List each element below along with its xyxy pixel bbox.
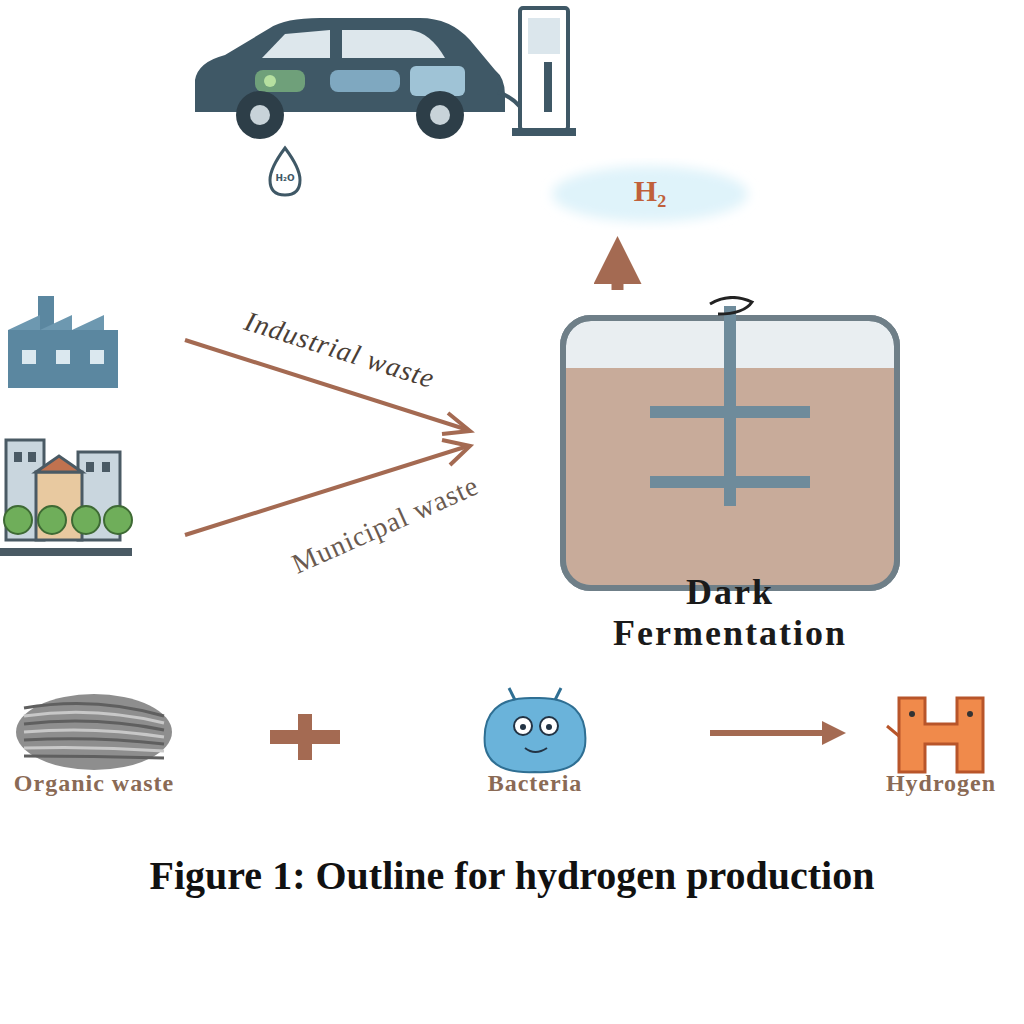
water-drop-icon (270, 148, 300, 195)
plus-sign (270, 714, 340, 760)
bacteria-item: Bacteria (460, 686, 610, 800)
organic-waste-item: Organic waste (4, 690, 184, 800)
fuel-cell-car (195, 18, 545, 139)
hydrogen-item: Hydrogen (866, 686, 1016, 800)
waste-arrow-label: Municipal waste (287, 470, 483, 581)
node-label: Hydrogen (866, 770, 1016, 797)
node-label: Bacteria (460, 770, 610, 797)
node-label: H₂ (540, 174, 760, 208)
flow-arrow (612, 260, 624, 290)
figure-caption: Figure 1: Outline for hydrogen productio… (150, 852, 875, 899)
flow-arrow (710, 730, 834, 736)
factory-icon (8, 296, 118, 388)
node-label: Organic waste (4, 770, 184, 797)
fermentation-tank: Dark Fermentation (555, 296, 905, 656)
waste-arrow-label: Industrial waste (241, 305, 439, 395)
city-icon (0, 440, 132, 556)
node-label: Dark Fermentation (595, 572, 865, 655)
hydrogen-cloud: H₂ (540, 158, 760, 230)
hydrogen-dispenser (512, 8, 576, 136)
water-label: H₂O (275, 173, 294, 183)
